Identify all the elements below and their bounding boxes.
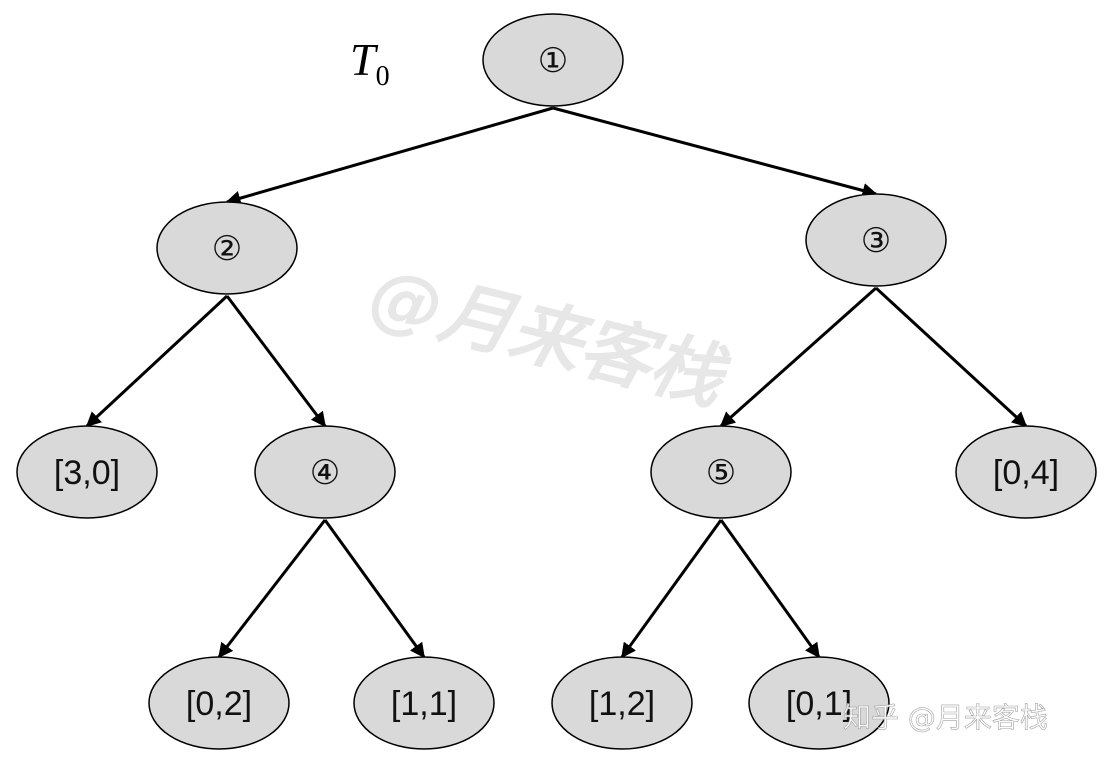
node-ellipse [551, 656, 693, 750]
node-label: ④ [310, 453, 340, 493]
leaf-node-l04: [0,4] [955, 425, 1097, 519]
node-n3: ③ [805, 193, 947, 287]
edge-n1-n2 [225, 106, 554, 206]
leaf-node-l01: [0,1] [748, 656, 890, 750]
node-n2: ② [156, 201, 298, 295]
node-ellipse [805, 193, 947, 287]
node-ellipse [254, 425, 396, 519]
node-ellipse [650, 425, 792, 519]
leaf-node-l12: [1,2] [551, 656, 693, 750]
tree-title-subscript: 0 [376, 61, 390, 92]
node-n4: ④ [254, 425, 396, 519]
node-label: ① [538, 41, 568, 81]
node-ellipse [955, 425, 1097, 519]
watermark-center: @月来客栈 [362, 252, 737, 422]
watermark-corner: 知乎 @月来客栈 [843, 701, 1048, 734]
node-label: [0,2] [186, 685, 252, 723]
leaf-node-l30: [3,0] [16, 425, 158, 519]
node-ellipse [148, 656, 290, 750]
leaf-node-l02: [0,2] [148, 656, 290, 750]
edge-n2-n4 [225, 295, 327, 428]
edge-n4-l11 [323, 519, 426, 659]
edge-n3-n5 [719, 286, 877, 428]
edges [85, 106, 1028, 659]
leaf-node-l11: [1,1] [353, 656, 495, 750]
node-label: [0,4] [993, 454, 1059, 492]
node-n5: ⑤ [650, 425, 792, 519]
node-n1: ① [482, 13, 624, 107]
node-ellipse [482, 13, 624, 107]
node-label: ③ [861, 221, 891, 261]
node-label: [1,1] [391, 685, 457, 723]
node-ellipse [156, 201, 298, 295]
edge-n3-l04 [874, 286, 1028, 428]
edge-n2-l30 [85, 294, 229, 428]
node-label: [0,1] [786, 685, 852, 723]
node-ellipse [353, 656, 495, 750]
node-ellipse [16, 425, 158, 519]
nodes: ① ② ③ ④ ⑤ [3,0] [0,4] [0,2] [1,1] [1,2] [0,1] [16, 13, 1097, 750]
tree-title-main: T [350, 34, 379, 85]
tree-title: T0 [350, 34, 390, 92]
edge-n5-l01 [719, 519, 821, 659]
node-label: [3,0] [54, 454, 120, 492]
node-ellipse [748, 656, 890, 750]
edge-n1-n3 [552, 106, 878, 198]
node-label: ② [212, 229, 242, 269]
node-label: ⑤ [706, 453, 736, 493]
node-label: [1,2] [589, 685, 655, 723]
edge-n4-l02 [217, 519, 327, 659]
edge-n5-l12 [620, 519, 723, 659]
